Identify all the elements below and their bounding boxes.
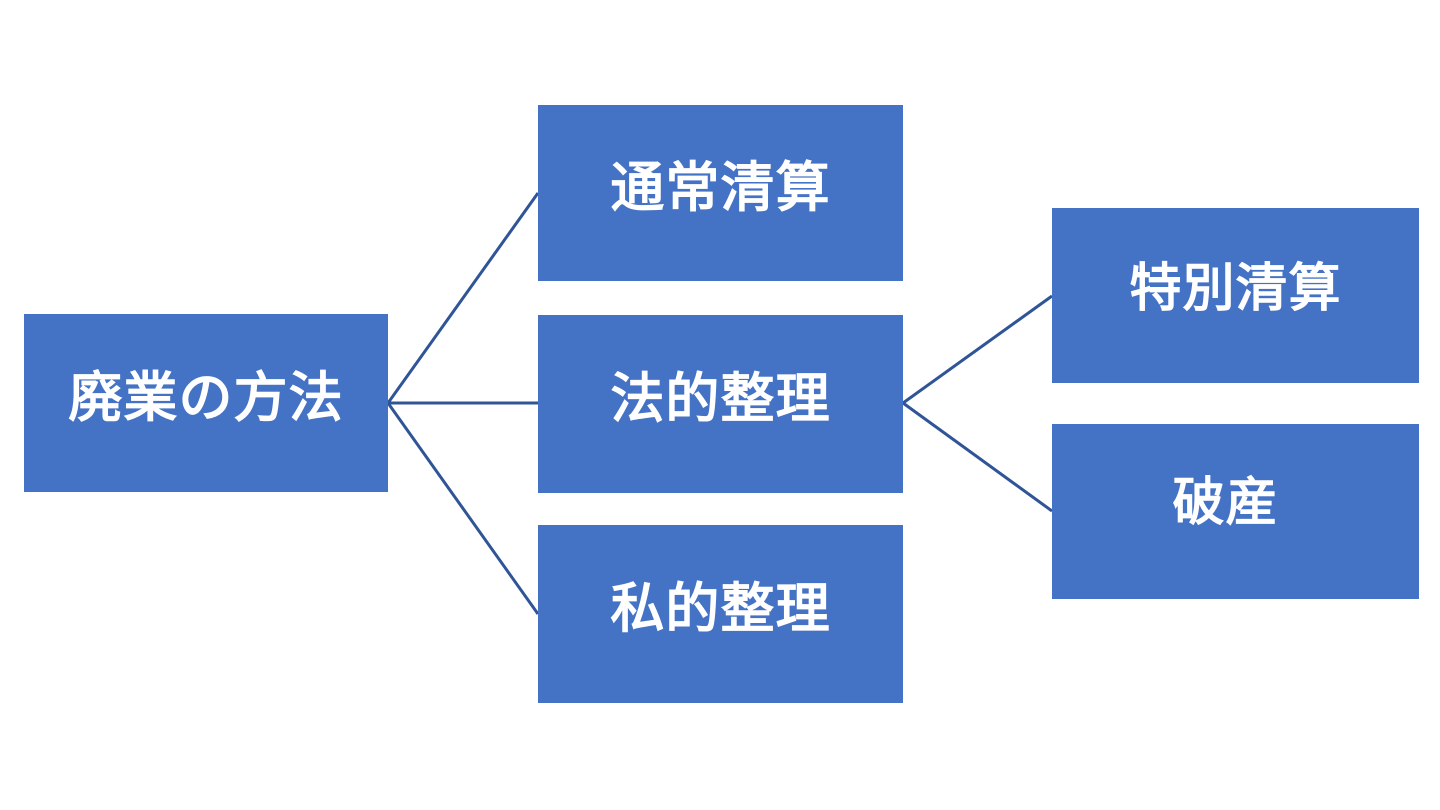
node-root-haigyo-no-hoho[interactable]: 廃業の方法 bbox=[24, 314, 388, 492]
node-legal-arrangement[interactable]: 法的整理 bbox=[538, 315, 903, 493]
node-private-arrangement[interactable]: 私的整理 bbox=[538, 525, 903, 703]
connector-root-to-ordinary-liquidation bbox=[386, 192, 540, 404]
node-bankruptcy[interactable]: 破産 bbox=[1052, 424, 1419, 599]
connector-root-to-private-arrangement bbox=[386, 402, 540, 615]
connector-legal-to-special-liquidation bbox=[902, 294, 1053, 405]
node-special-liquidation[interactable]: 特別清算 bbox=[1052, 208, 1419, 383]
node-label: 特別清算 bbox=[1129, 259, 1342, 318]
node-label: 破産 bbox=[1172, 473, 1279, 532]
node-ordinary-liquidation[interactable]: 通常清算 bbox=[538, 105, 903, 281]
node-label: 私的整理 bbox=[610, 579, 831, 640]
node-label: 法的整理 bbox=[610, 369, 831, 430]
node-label: 通常清算 bbox=[610, 158, 831, 219]
node-label: 廃業の方法 bbox=[68, 368, 344, 429]
connector-legal-to-bankruptcy bbox=[902, 401, 1053, 513]
